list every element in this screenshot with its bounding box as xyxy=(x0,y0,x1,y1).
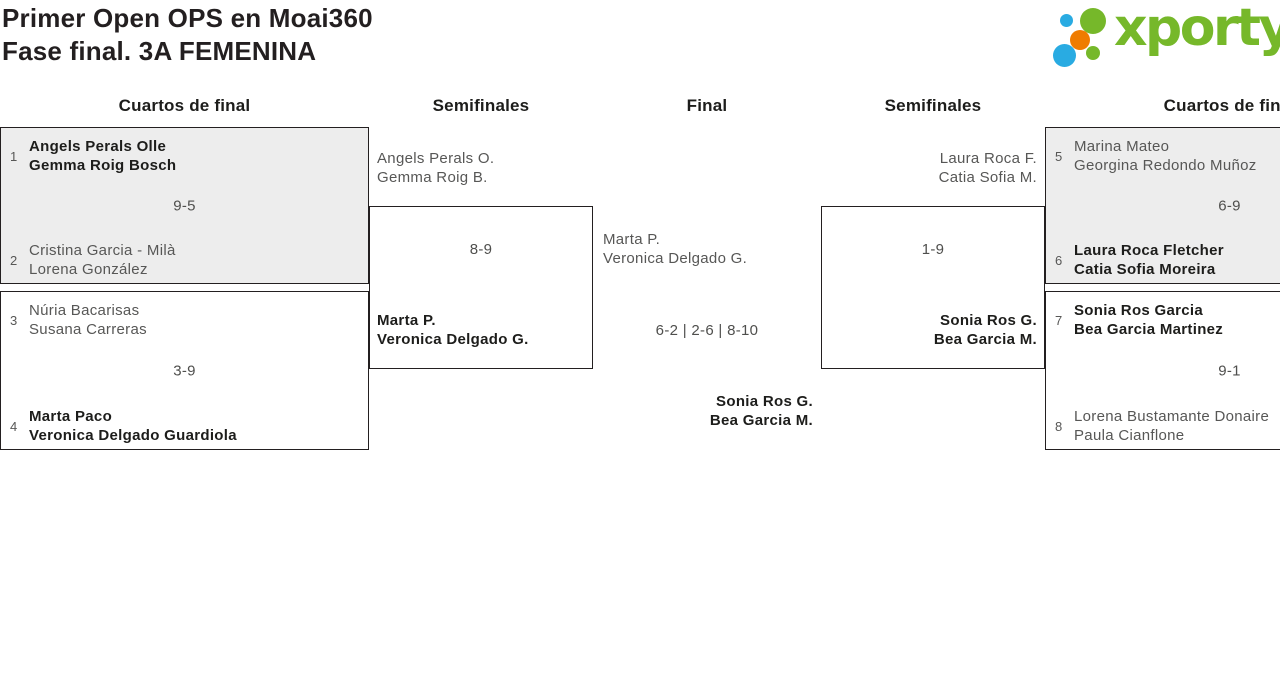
team-laura-catia: 6 Laura Roca Fletcher Catia Sofia Moreir… xyxy=(1046,241,1280,279)
player-name: Veronica Delgado G. xyxy=(377,331,529,348)
team-marta-veronica: 4 Marta Paco Veronica Delgado Guardiola xyxy=(1,407,368,445)
xporty-logo[interactable]: xporty xyxy=(1050,0,1280,76)
tournament-title-line1: Primer Open OPS en Moai360 xyxy=(2,3,373,33)
player-name: Laura Roca F. xyxy=(939,150,1037,167)
logo-dot-icon xyxy=(1060,14,1073,27)
tournament-title: Primer Open OPS en Moai360 Fase final. 3… xyxy=(2,2,373,68)
player-name: Marta P. xyxy=(377,312,436,329)
team-marta-veronica-sf: Marta P. Veronica Delgado G. xyxy=(377,311,529,349)
player-name: Lorena González xyxy=(29,261,148,278)
team-marina-georgina: 5 Marina Mateo Georgina Redondo Muñoz xyxy=(1046,137,1280,175)
team-cristina-lorena: 2 Cristina Garcia - Milà Lorena González xyxy=(1,241,368,279)
player-name: Sonia Ros G. xyxy=(940,312,1037,329)
logo-dot-icon xyxy=(1086,46,1100,60)
round-header-sf-left: Semifinales xyxy=(432,96,530,115)
player-name: Núria Bacarisas xyxy=(29,302,140,319)
match-sf2-connector xyxy=(821,206,1045,369)
player-name: Paula Cianflone xyxy=(1074,427,1185,444)
logo-dot-icon xyxy=(1070,30,1090,50)
player-name: Marta P. xyxy=(603,231,661,248)
team-sonia-bea: 7 Sonia Ros Garcia Bea Garcia Martinez xyxy=(1046,301,1280,339)
seed-number: 4 xyxy=(10,418,18,434)
team-finalist-left: Marta P. Veronica Delgado G. xyxy=(603,230,747,268)
team-nuria-susana: 3 Núria Bacarisas Susana Carreras xyxy=(1,301,368,339)
player-name: Sonia Ros Garcia xyxy=(1074,302,1204,319)
match-qf4: 7 Sonia Ros Garcia Bea Garcia Martinez 9… xyxy=(1045,291,1280,450)
player-name: Angels Perals Olle xyxy=(29,138,167,155)
player-name: Gemma Roig Bosch xyxy=(29,157,177,174)
seed-number: 3 xyxy=(10,312,18,328)
seed-number: 7 xyxy=(1055,312,1063,328)
team-angels-gemma: 1 Angels Perals Olle Gemma Roig Bosch xyxy=(1,137,368,175)
round-header-final: Final xyxy=(686,96,728,115)
round-header-qf-left: Cuartos de final xyxy=(118,96,251,115)
logo-dot-icon xyxy=(1080,8,1106,34)
round-header-qf-right: Cuartos de final xyxy=(1163,96,1280,115)
seed-number: 1 xyxy=(10,148,18,164)
match-qf1: 1 Angels Perals Olle Gemma Roig Bosch 9-… xyxy=(0,127,369,284)
logo-dot-icon xyxy=(1053,44,1076,67)
match-score: 6-9 xyxy=(1218,197,1241,214)
seed-number: 6 xyxy=(1055,252,1063,268)
tournament-title-line2: Fase final. 3A FEMENINA xyxy=(2,36,317,66)
round-header-sf-right: Semifinales xyxy=(884,96,982,115)
team-sonia-bea-sf: Sonia Ros G. Bea Garcia M. xyxy=(821,311,1037,349)
seed-number: 8 xyxy=(1055,418,1063,434)
player-name: Veronica Delgado G. xyxy=(603,250,748,267)
match-qf3: 5 Marina Mateo Georgina Redondo Muñoz 6-… xyxy=(1045,127,1280,284)
seed-number: 2 xyxy=(10,252,18,268)
player-name: Marta Paco xyxy=(29,408,113,425)
player-name: Sonia Ros G. xyxy=(716,393,813,410)
match-sf1-connector xyxy=(369,206,593,369)
match-score: 3-9 xyxy=(173,362,196,379)
player-name: Cristina Garcia - Milà xyxy=(29,242,176,259)
player-name: Georgina Redondo Muñoz xyxy=(1074,157,1257,174)
logo-wordmark: xporty xyxy=(1114,0,1280,58)
final-score: 6-2 | 2-6 | 8-10 xyxy=(655,322,759,339)
player-name: Laura Roca Fletcher xyxy=(1074,242,1224,259)
match-score: 1-9 xyxy=(921,241,945,258)
player-name: Marina Mateo xyxy=(1074,138,1170,155)
match-score: 8-9 xyxy=(469,241,493,258)
player-name: Bea Garcia Martinez xyxy=(1074,321,1224,338)
player-name: Gemma Roig B. xyxy=(377,169,488,186)
match-score: 9-5 xyxy=(173,197,196,214)
seed-number: 5 xyxy=(1055,148,1063,164)
player-name: Lorena Bustamante Donaire xyxy=(1074,408,1270,425)
match-score: 9-1 xyxy=(1218,362,1241,379)
player-name: Angels Perals O. xyxy=(377,150,495,167)
team-laura-catia-sf: Laura Roca F. Catia Sofia M. xyxy=(821,149,1037,187)
player-name: Veronica Delgado Guardiola xyxy=(29,427,237,444)
player-name: Catia Sofia M. xyxy=(938,169,1037,186)
team-lorena-paula: 8 Lorena Bustamante Donaire Paula Cianfl… xyxy=(1046,407,1280,445)
player-name: Susana Carreras xyxy=(29,321,147,338)
player-name: Bea Garcia M. xyxy=(709,412,813,429)
match-qf2: 3 Núria Bacarisas Susana Carreras 3-9 4 … xyxy=(0,291,369,450)
team-angels-gemma-sf: Angels Perals O. Gemma Roig B. xyxy=(377,149,494,187)
team-champion: Sonia Ros G. Bea Garcia M. xyxy=(593,392,813,430)
player-name: Bea Garcia M. xyxy=(933,331,1037,348)
player-name: Catia Sofia Moreira xyxy=(1074,261,1216,278)
